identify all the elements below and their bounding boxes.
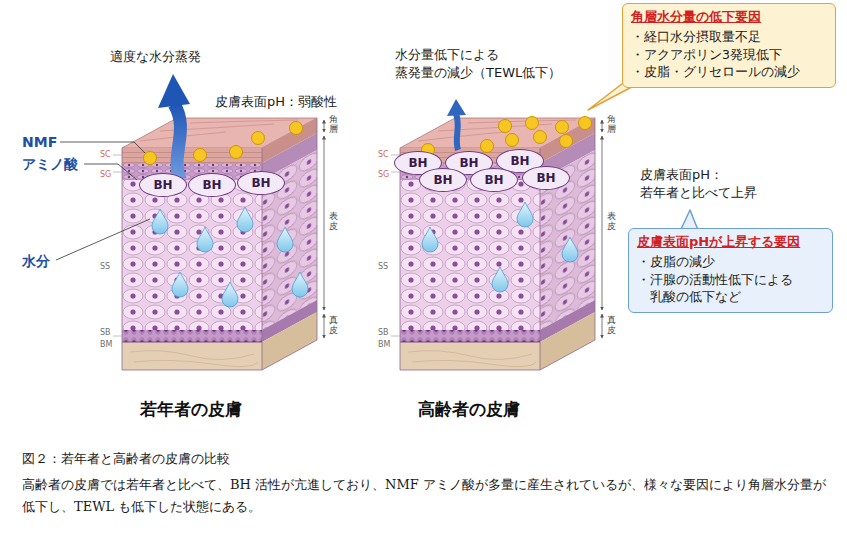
callout-item: ・経口水分摂取量不足 bbox=[631, 28, 827, 46]
figure-caption: 図２：若年者と高齢者の皮膚の比較 bbox=[22, 450, 230, 468]
layer-label: SC bbox=[100, 150, 111, 160]
bracket-label: 角層 bbox=[607, 115, 616, 135]
nmf-dot bbox=[194, 149, 207, 162]
evaporation-arrowhead bbox=[158, 74, 190, 108]
young-skin-block bbox=[113, 118, 324, 370]
evaporation-arrow bbox=[174, 104, 180, 180]
panel-title: 若年者の皮膚 bbox=[140, 398, 242, 421]
layer-label: SG bbox=[378, 170, 389, 180]
evaporation-arrowhead bbox=[447, 99, 466, 116]
layer-label: SC bbox=[378, 150, 389, 160]
water-drop bbox=[492, 267, 508, 292]
nmf-dot bbox=[144, 152, 157, 165]
enzyme-ellipse: BH bbox=[470, 168, 518, 192]
layer-label: SG bbox=[100, 170, 111, 180]
enzyme-label: BH bbox=[202, 178, 221, 192]
enzyme-label: BH bbox=[536, 171, 555, 185]
enzyme-ellipse: BH bbox=[522, 166, 570, 190]
nmf-dot bbox=[534, 131, 547, 144]
water-drop bbox=[152, 209, 168, 234]
enzyme-label: BH bbox=[408, 156, 427, 170]
enzyme-label: BH bbox=[459, 156, 478, 170]
panel-title: 高齢者の皮膚 bbox=[418, 398, 520, 421]
annotation: 皮膚表面pH：弱酸性 bbox=[215, 93, 337, 111]
callout-box: 角層水分量の低下要因・経口水分摂取量不足・アクアポリン3発現低下・皮脂・グリセロ… bbox=[622, 3, 836, 88]
nmf-dot bbox=[560, 135, 573, 148]
bracket-label: 表皮 bbox=[329, 212, 338, 232]
nmf-dot bbox=[252, 132, 265, 145]
callout-item: ・皮脂の減少 bbox=[637, 253, 824, 271]
nmf-dot bbox=[481, 140, 494, 153]
callout-item: ・皮脂・グリセロールの減少 bbox=[631, 63, 827, 81]
annotation: 適度な水分蒸発 bbox=[110, 48, 201, 66]
evaporation-arrow bbox=[456, 114, 458, 150]
callout-heading: 皮膚表面pHが上昇する要因 bbox=[637, 233, 824, 251]
callout-item: ・アクアポリン3発現低下 bbox=[631, 46, 827, 64]
bracket-label: 角層 bbox=[329, 115, 338, 135]
enzyme-label: BH bbox=[484, 173, 503, 187]
water-drop bbox=[422, 227, 438, 252]
nmf-dot bbox=[290, 122, 303, 135]
leader-line bbox=[56, 219, 150, 260]
annotation: 皮膚表面pH： 若年者と比べて上昇 bbox=[640, 166, 790, 201]
enzyme-label: BH bbox=[251, 176, 270, 190]
enzyme-ellipse: BH bbox=[419, 168, 467, 192]
caption-body: 高齢者の皮膚では若年者と比べて、BH 活性が亢進しており、NMF アミノ酸が多量… bbox=[22, 474, 834, 518]
aged-skin-block bbox=[391, 118, 602, 370]
enzyme-label: BH bbox=[153, 178, 172, 192]
water-drop bbox=[292, 272, 308, 297]
enzyme-ellipse: BH bbox=[188, 173, 236, 197]
nmf-dot bbox=[526, 117, 539, 130]
bracket-label: 真皮 bbox=[607, 316, 616, 336]
nmf-dot bbox=[579, 117, 592, 130]
leader-line bbox=[84, 164, 137, 180]
component-label: 水分 bbox=[22, 250, 50, 272]
bracket-label: 表皮 bbox=[607, 212, 616, 232]
water-drop bbox=[277, 227, 293, 252]
callout-heading: 角層水分量の低下要因 bbox=[631, 8, 827, 26]
water-drop bbox=[562, 237, 578, 262]
enzyme-label: BH bbox=[510, 154, 529, 168]
water-drop bbox=[172, 272, 188, 297]
enzyme-ellipse: BH bbox=[139, 173, 187, 197]
layer-label: SB bbox=[378, 328, 389, 338]
water-drop bbox=[222, 282, 238, 307]
water-drop bbox=[197, 227, 213, 252]
nmf-dot bbox=[499, 120, 512, 133]
water-drop bbox=[237, 207, 253, 232]
bracket-label: 真皮 bbox=[329, 316, 338, 336]
callout-box: 皮膚表面pHが上昇する要因・皮脂の減少・汗腺の活動性低下による 乳酸の低下など bbox=[628, 228, 833, 313]
nmf-dot bbox=[556, 121, 569, 134]
layer-label: BM bbox=[100, 340, 112, 350]
layer-label: BM bbox=[378, 340, 390, 350]
nmf-dot bbox=[230, 146, 243, 159]
component-label: NMF アミノ酸 bbox=[22, 131, 88, 175]
layer-label: SS bbox=[378, 262, 388, 272]
callout-item: ・汗腺の活動性低下による 乳酸の低下など bbox=[637, 271, 824, 306]
water-drop bbox=[517, 202, 533, 227]
layer-label: SB bbox=[100, 328, 111, 338]
enzyme-label: BH bbox=[433, 173, 452, 187]
layer-label: SS bbox=[100, 262, 110, 272]
annotation: 水分量低下による 蒸発量の減少（TEWL低下） bbox=[395, 46, 571, 81]
nmf-dot bbox=[506, 134, 519, 147]
enzyme-ellipse: BH bbox=[237, 171, 285, 195]
